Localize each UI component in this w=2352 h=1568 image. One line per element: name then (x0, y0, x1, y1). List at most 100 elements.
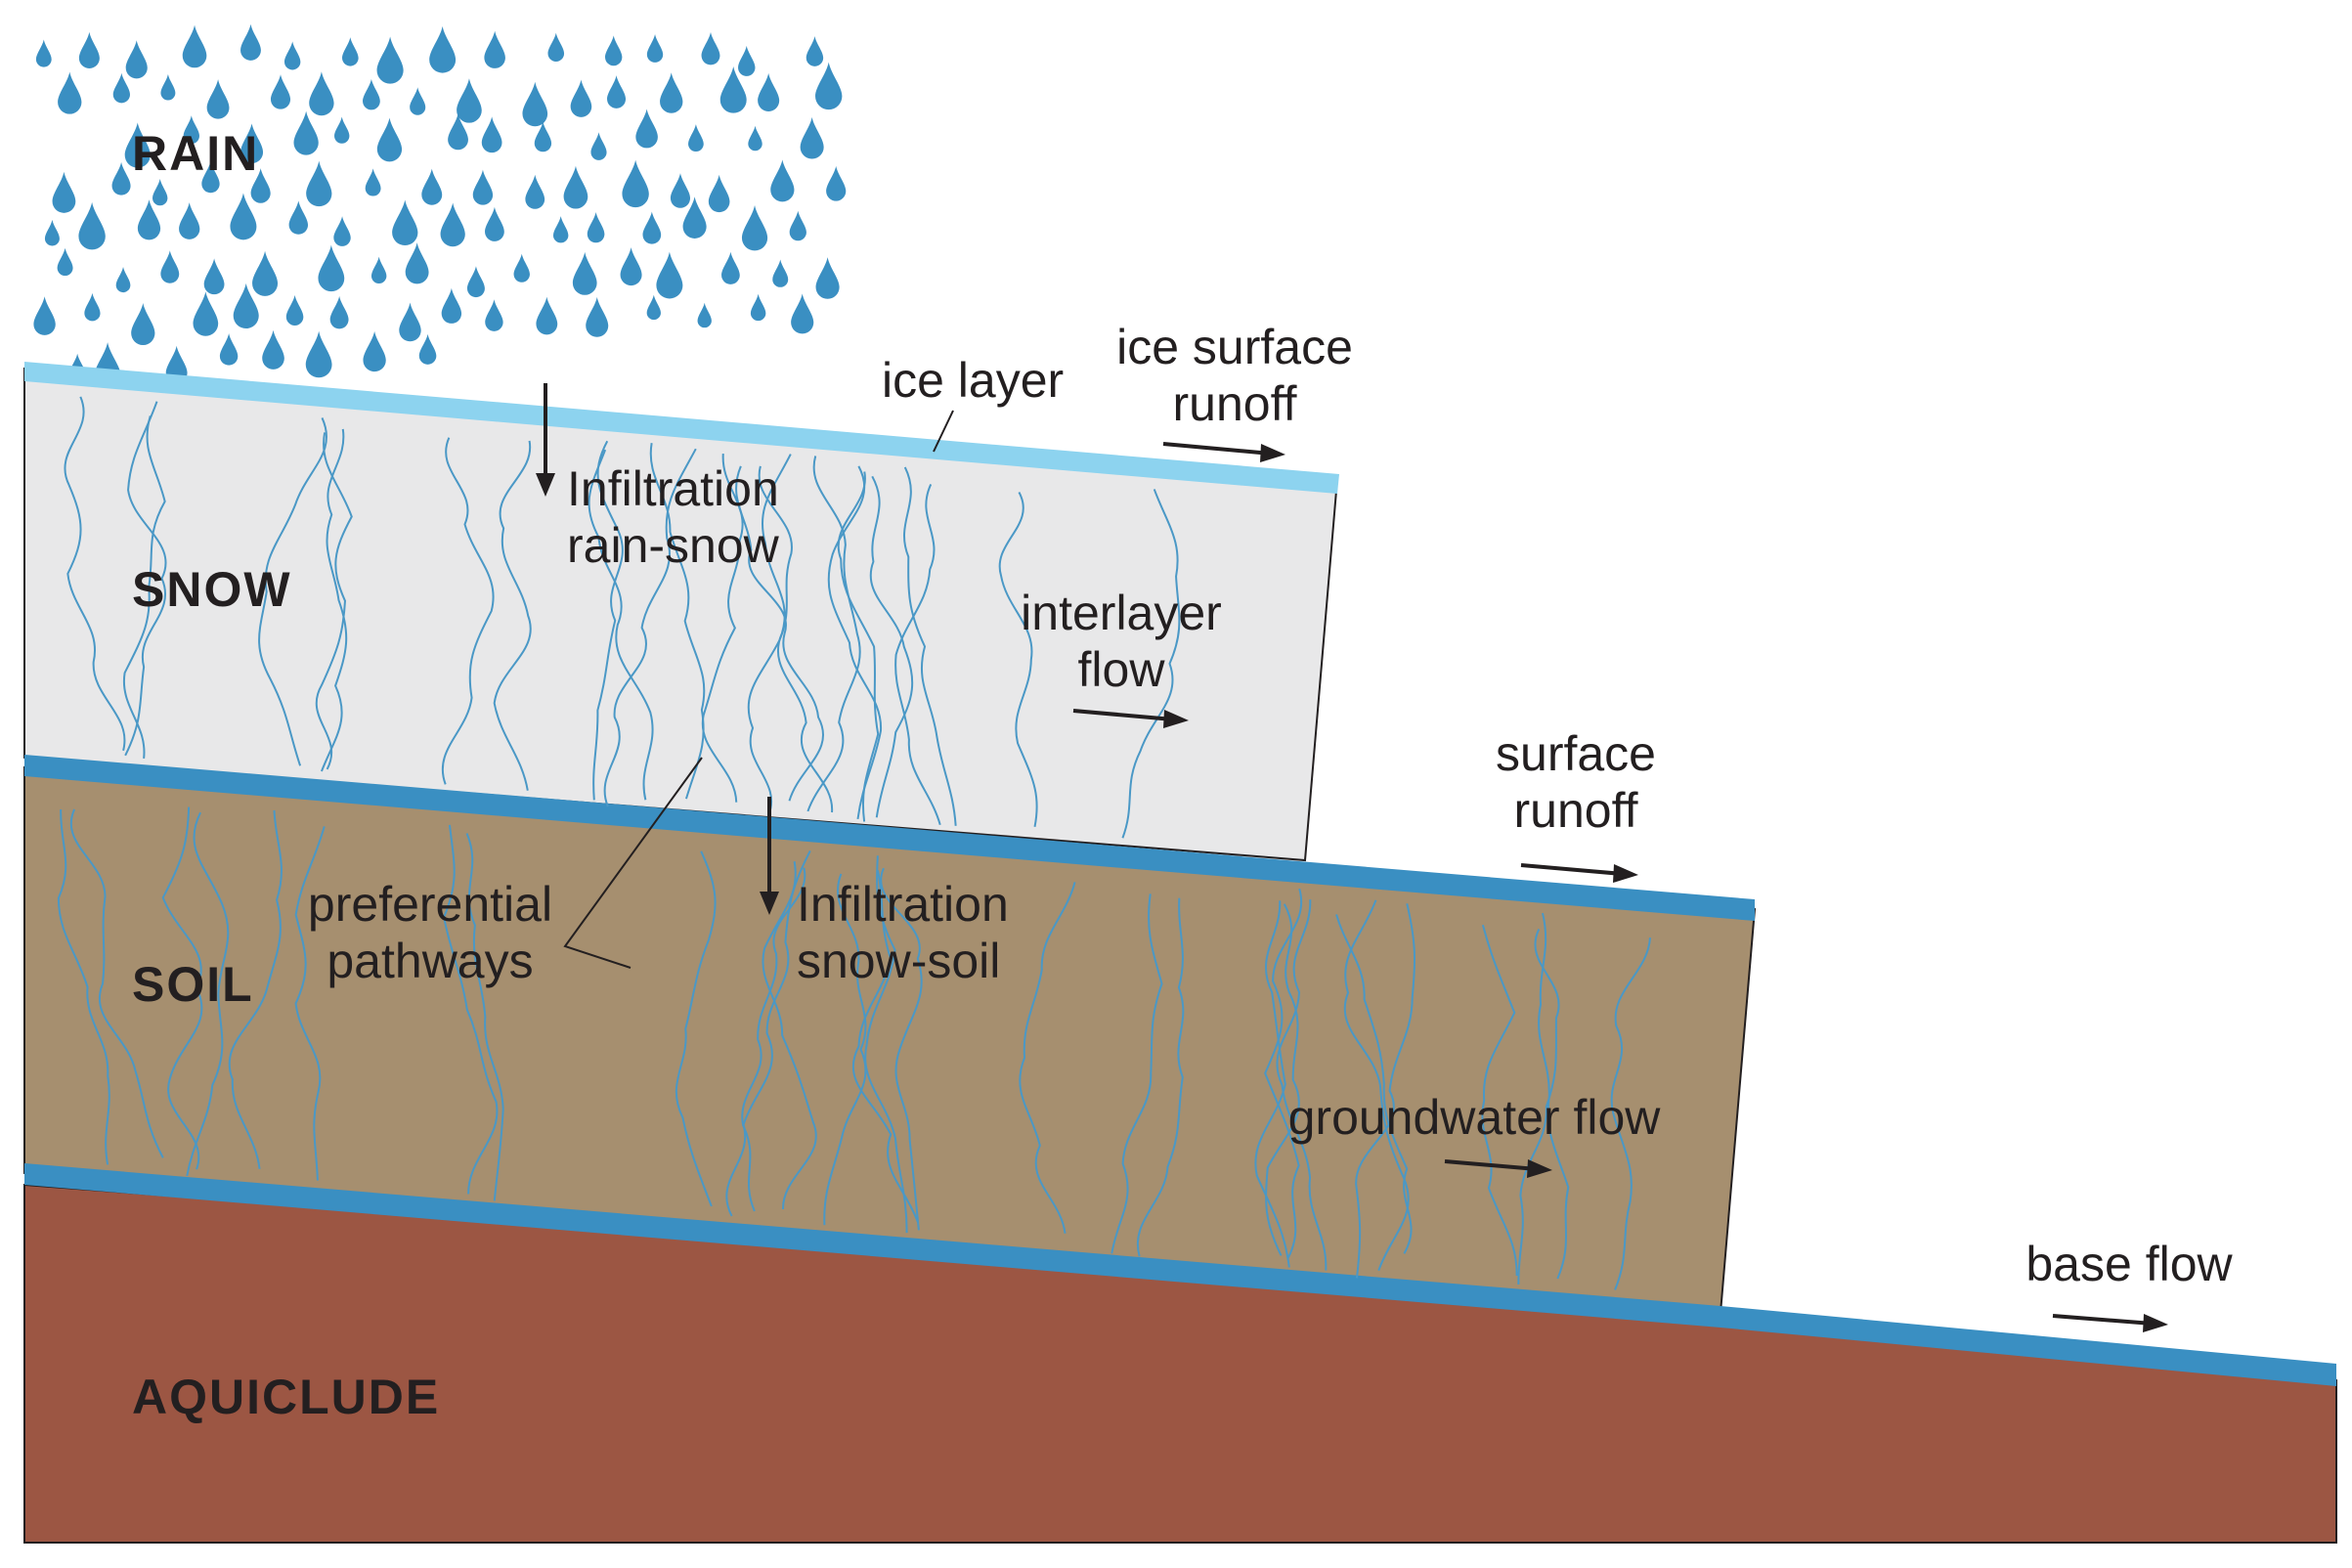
rain-drop (370, 256, 387, 284)
rain-drop (111, 161, 131, 196)
groundwater-flow-label: groundwater flow (1288, 1090, 1662, 1145)
flow-path (258, 417, 328, 766)
flow-path (1254, 900, 1290, 1268)
snow-soil-water-film (24, 755, 1755, 921)
flow-path (1136, 897, 1185, 1257)
rain-drop (607, 75, 627, 109)
flow-path (725, 849, 811, 1217)
rain-drop (233, 283, 259, 329)
rain-drop (534, 121, 552, 152)
rain-drop (604, 35, 623, 66)
flow-path (186, 811, 230, 1177)
rain-drop (363, 330, 386, 372)
rain-drop (203, 258, 225, 295)
ice-surface-runoff-label-line2: runoff (1173, 376, 1297, 431)
rain-drop (750, 293, 766, 322)
rain-drop (342, 37, 359, 66)
rain-drop (183, 115, 199, 145)
flow-path (762, 861, 817, 1210)
rain-drop (52, 171, 76, 213)
rain-drop (115, 267, 131, 293)
flow-path (122, 415, 166, 760)
rain-drop (800, 116, 824, 159)
rain-drop (318, 244, 345, 292)
preferential-flow-paths (57, 396, 1651, 1290)
rain-drop (35, 39, 52, 67)
rain-drop (399, 302, 421, 342)
rain-drop (466, 266, 485, 298)
rain-drop (440, 202, 465, 247)
rain-drop (682, 196, 707, 239)
ice-surface-runoff-label-line1: ice surface (1116, 320, 1353, 374)
rain-drop (285, 294, 304, 326)
rain-drop (660, 72, 683, 113)
surface-runoff-label-line2: runoff (1514, 783, 1638, 838)
rain-drop (376, 36, 404, 84)
flow-path (228, 809, 283, 1169)
rain-drop (152, 178, 168, 206)
rain-label: RAIN (132, 126, 259, 181)
rain-drop (688, 124, 704, 152)
rain-drop (572, 251, 597, 295)
rain-drop (429, 25, 457, 73)
rain-drop (826, 165, 847, 201)
rain-drop (791, 293, 814, 334)
rain-drop (525, 174, 545, 209)
rain-drop (536, 296, 558, 335)
flow-path (1121, 489, 1181, 839)
rain-drop (84, 292, 101, 322)
rain-drop (547, 32, 565, 62)
rain-drop (646, 294, 661, 321)
rain-drop (262, 329, 284, 370)
interlayer-flow-label-line1: interlayer (1021, 586, 1222, 640)
rain-drop (748, 125, 762, 152)
flow-path (735, 465, 825, 802)
rain-drop (283, 41, 301, 70)
rain-drop (58, 71, 82, 114)
flow-path (851, 870, 919, 1223)
rain-drop (485, 206, 504, 241)
rain-drop (201, 160, 220, 194)
surface-runoff-arrow (1520, 863, 1638, 883)
rain-drop (741, 204, 768, 251)
flow-path (827, 465, 882, 819)
aquiclude-label: AQUICLUDE (132, 1370, 440, 1424)
rain-drop (333, 216, 351, 246)
flow-path (837, 471, 880, 822)
preferential-pathways-leader (563, 757, 703, 969)
rain-drop (33, 296, 56, 335)
rain-drop (193, 291, 219, 336)
flow-path (1019, 882, 1076, 1234)
infiltration-rain-snow-label-line2: rain-snow (567, 518, 780, 573)
rain-drop (305, 330, 332, 378)
rain-drop (179, 202, 200, 240)
rain-drop (125, 40, 148, 79)
rain-drop (250, 168, 271, 203)
soil-aquiclude-water-film (24, 1163, 2336, 1386)
flow-path (321, 428, 348, 772)
base-flow-label: base flow (2025, 1237, 2233, 1291)
rain-drop (293, 110, 319, 155)
rain-drop (44, 219, 60, 246)
rain-drop (701, 31, 720, 65)
rain-drop (392, 199, 418, 246)
flow-path (823, 873, 867, 1226)
flow-path (1610, 937, 1651, 1290)
rain-drop (363, 78, 380, 110)
rain-drop (334, 116, 350, 144)
rain-drop (485, 299, 503, 331)
rain-drop (376, 117, 403, 162)
rain-drop (656, 251, 683, 299)
rain-drop (770, 159, 795, 202)
rain-drop (131, 303, 155, 346)
rain-drop (418, 333, 437, 365)
rain-drop (160, 74, 176, 101)
flow-path (465, 833, 504, 1201)
flow-path (294, 826, 326, 1181)
rain-drop (570, 79, 592, 117)
flow-path (806, 456, 861, 812)
rain-drop (670, 173, 691, 208)
interlayer-flow-arrow (1072, 709, 1189, 728)
flow-path (57, 808, 110, 1165)
ice-surface-runoff-arrow (1162, 442, 1285, 462)
